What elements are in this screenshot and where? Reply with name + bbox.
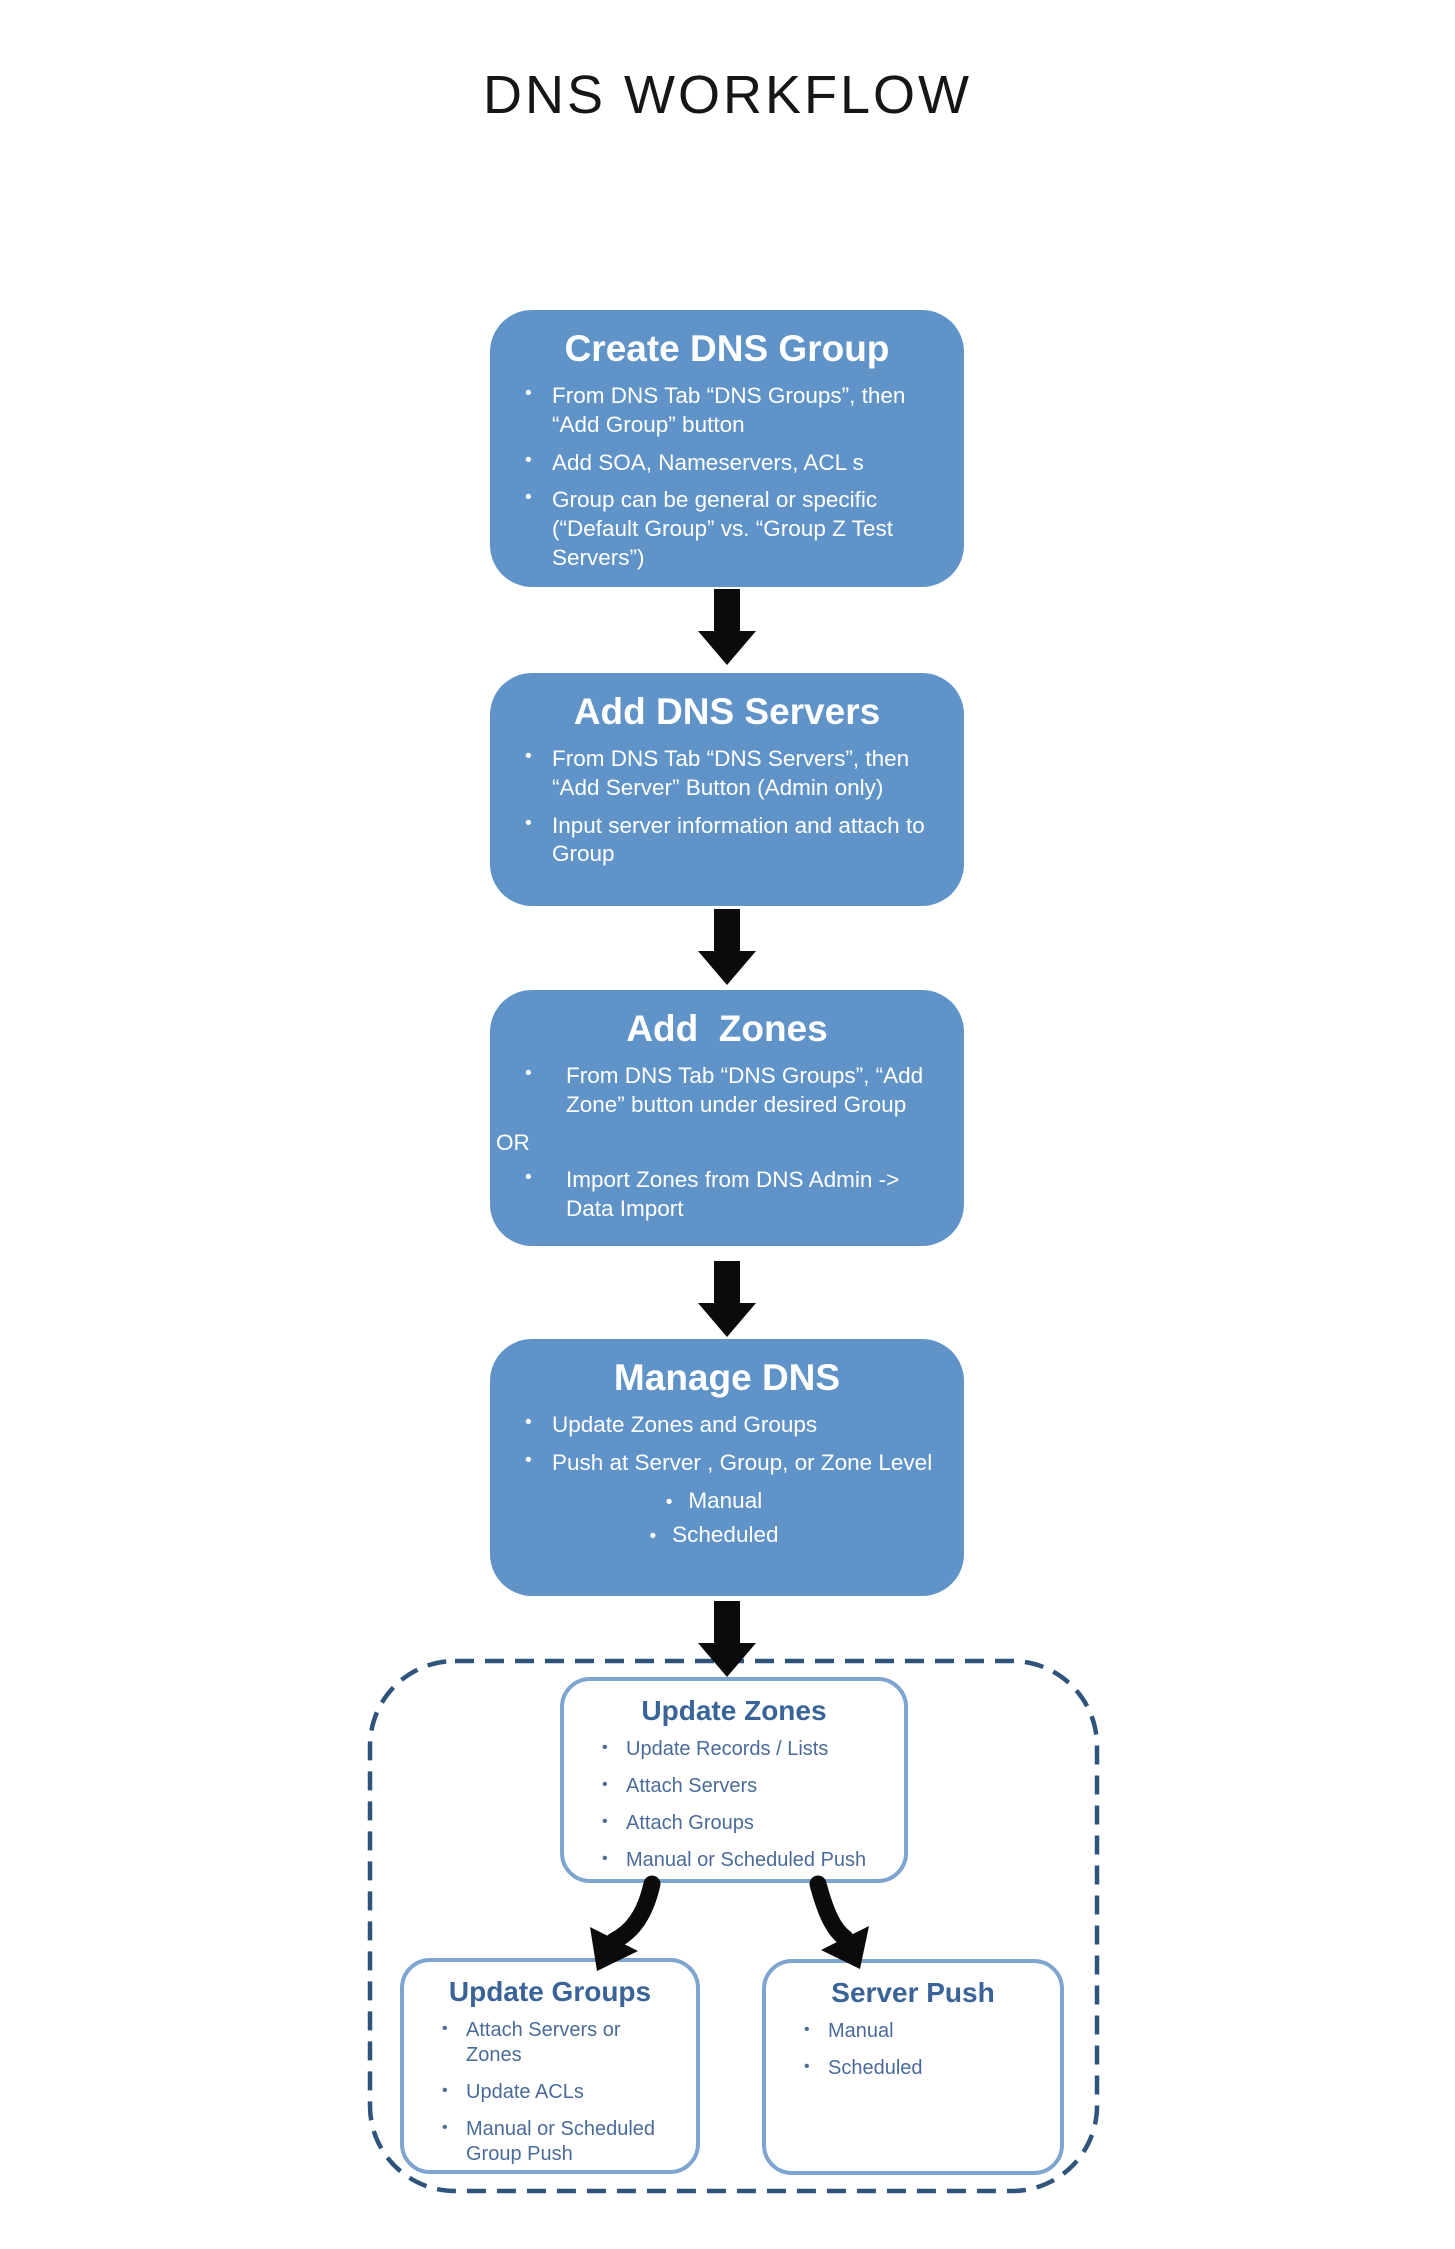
flow-box-title: Add Zones bbox=[626, 1008, 828, 1049]
bullet-item: Input server information and attach to G… bbox=[525, 812, 946, 870]
bullet-item: Push at Server , Group, or Zone Level bbox=[525, 1449, 956, 1478]
detail-bullet-list: Attach Servers or Zones Update ACLs Manu… bbox=[442, 2018, 656, 2167]
flow-box-bullet-list: From DNS Tab “DNS Groups”, “Add Zone” bu… bbox=[496, 1062, 944, 1224]
flow-box-manage-dns: Manage DNS Update Zones and Groups Push … bbox=[490, 1339, 964, 1596]
bullet-item: Attach Servers bbox=[602, 1774, 892, 1799]
down-arrow-3 bbox=[698, 1261, 756, 1337]
bullet-item: From DNS Tab “DNS Servers”, then “Add Se… bbox=[525, 745, 946, 803]
page-title: DNS WORKFLOW bbox=[483, 65, 972, 125]
down-arrow-4 bbox=[698, 1601, 756, 1677]
bullet-item: Attach Groups bbox=[602, 1811, 892, 1836]
bullet-item: Update Zones and Groups bbox=[525, 1411, 956, 1440]
bullet-item: Manual bbox=[804, 2019, 1048, 2044]
bullet-item: Import Zones from DNS Admin -> Data Impo… bbox=[525, 1166, 944, 1224]
bullet-item: Add SOA, Nameservers, ACL s bbox=[525, 449, 930, 478]
down-arrow-2 bbox=[698, 909, 756, 985]
detail-box-server-push: Server Push Manual Scheduled bbox=[762, 1959, 1064, 2175]
bullet-item: Attach Servers or Zones bbox=[442, 2018, 656, 2068]
detail-box-title: Update Groups bbox=[448, 1976, 652, 2007]
flow-box-title: Manage DNS bbox=[613, 1357, 841, 1398]
flow-box-add-dns-servers: Add DNS Servers From DNS Tab “DNS Server… bbox=[490, 673, 964, 906]
bullet-item: Update Records / Lists bbox=[602, 1737, 892, 1762]
bullet-item: Scheduled bbox=[804, 2056, 1048, 2081]
flow-box-bullet-list: From DNS Tab “DNS Servers”, then “Add Se… bbox=[525, 745, 946, 870]
or-label: OR bbox=[496, 1129, 530, 1155]
curved-arrow-right-shaft bbox=[809, 1875, 854, 1947]
curved-arrow-left-shaft bbox=[605, 1875, 661, 1950]
flow-box-title: Add DNS Servers bbox=[573, 691, 881, 732]
detail-box-title: Server Push bbox=[831, 1977, 995, 2008]
bullet-item: Manual or Scheduled Push bbox=[602, 1848, 892, 1873]
sub-bullet-item: Scheduled bbox=[552, 1521, 876, 1550]
flow-box-bullet-list: From DNS Tab “DNS Groups”, then “Add Gro… bbox=[525, 382, 930, 573]
flow-box-title: Create DNS Group bbox=[564, 328, 890, 369]
flow-box-add-zones: Add Zones From DNS Tab “DNS Groups”, “Ad… bbox=[490, 990, 964, 1246]
detail-bullet-list: Manual Scheduled bbox=[804, 2019, 1048, 2081]
sub-bullet-item: Manual bbox=[552, 1487, 876, 1516]
bullet-item: From DNS Tab “DNS Groups”, “Add Zone” bu… bbox=[525, 1062, 944, 1120]
detail-box-title: Update Zones bbox=[641, 1695, 827, 1726]
detail-bullet-list: Update Records / Lists Attach Servers At… bbox=[602, 1737, 892, 1873]
bullet-item: Manual or Scheduled Group Push bbox=[442, 2117, 656, 2167]
flow-box-bullet-list: Update Zones and Groups Push at Server ,… bbox=[525, 1411, 956, 1551]
down-arrow-1 bbox=[698, 589, 756, 665]
sub-bullet-group: Manual Scheduled bbox=[552, 1487, 876, 1551]
bullet-item: Update ACLs bbox=[442, 2080, 656, 2105]
bullet-item: From DNS Tab “DNS Groups”, then “Add Gro… bbox=[525, 382, 930, 440]
detail-box-update-zones: Update Zones Update Records / Lists Atta… bbox=[560, 1677, 908, 1883]
flow-box-create-dns-group: Create DNS Group From DNS Tab “DNS Group… bbox=[490, 310, 964, 587]
bullet-item: Group can be general or specific (“Defau… bbox=[525, 486, 930, 572]
detail-box-update-groups: Update Groups Attach Servers or Zones Up… bbox=[400, 1958, 700, 2174]
